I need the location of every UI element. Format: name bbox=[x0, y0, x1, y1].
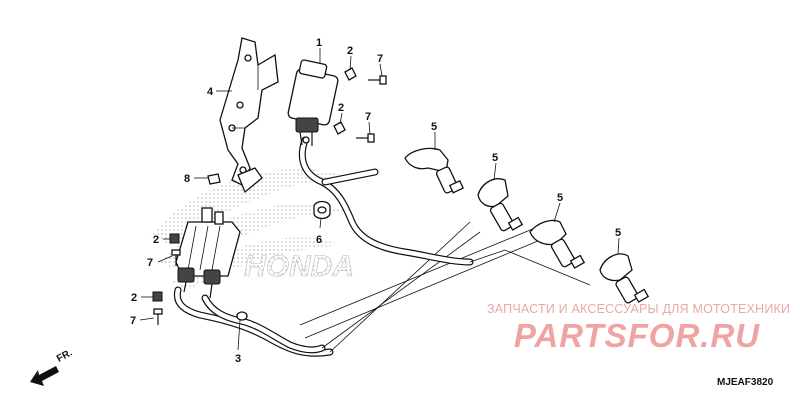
callout-cable-clamp: 6 bbox=[316, 234, 322, 246]
clip-left-b bbox=[152, 291, 163, 302]
clip-mid bbox=[333, 121, 346, 135]
callout-plug-cap-a: 5 bbox=[431, 121, 437, 133]
bolt-left-b bbox=[153, 308, 163, 325]
cable-clamp bbox=[313, 200, 331, 220]
callout-bolt-left-b: 7 bbox=[130, 315, 136, 327]
bolt-mid bbox=[356, 133, 375, 143]
wire-harness bbox=[173, 221, 546, 357]
callout-labels: 1 2 7 4 2 7 5 5 5 5 8 6 2 7 2 7 3 bbox=[130, 37, 621, 365]
callout-clip-top: 2 bbox=[347, 45, 353, 57]
bracket-bolt bbox=[207, 173, 221, 185]
bolt-left-a bbox=[171, 249, 181, 266]
coil-high-tension-cable bbox=[298, 136, 591, 286]
arrow-icon bbox=[30, 366, 59, 386]
clip-top bbox=[344, 67, 357, 81]
clip-left-a bbox=[169, 233, 180, 244]
honda-brand-text: HONDA bbox=[244, 250, 354, 283]
spark-plug-cap-b bbox=[477, 178, 524, 232]
coil-bracket bbox=[219, 37, 279, 194]
callout-plug-cap-b: 5 bbox=[492, 152, 498, 164]
callout-bracket-bolt: 8 bbox=[184, 173, 190, 185]
spark-plug-cap-a bbox=[404, 147, 464, 194]
watermark-caption: ЗАПЧАСТИ И АКСЕССУАРЫ ДЛЯ МОТОТЕХНИКИ bbox=[487, 302, 791, 316]
callout-clip-mid: 2 bbox=[338, 102, 344, 114]
bolt-top bbox=[368, 75, 387, 85]
callout-clip-left-a: 2 bbox=[153, 234, 159, 246]
diagram-code: MJEAF3820 bbox=[717, 377, 774, 388]
callout-bolt-left-a: 7 bbox=[147, 257, 153, 269]
callout-ignition-coil: 1 bbox=[316, 37, 322, 49]
spark-plug-cap-c bbox=[529, 219, 586, 269]
leader-lines bbox=[139, 48, 620, 351]
callout-plug-cap-d: 5 bbox=[615, 227, 621, 239]
ignition-coil-top bbox=[287, 59, 339, 146]
watermark-logo: PARTSFOR.RU bbox=[513, 317, 761, 354]
spark-plug-cap-d bbox=[599, 253, 650, 304]
callout-bolt-mid: 7 bbox=[365, 111, 371, 123]
callout-coil-bracket: 4 bbox=[207, 86, 214, 98]
callout-bolt-top: 7 bbox=[377, 53, 383, 65]
callout-wire-harness: 3 bbox=[235, 353, 241, 365]
callout-clip-left-b: 2 bbox=[131, 292, 137, 304]
callout-plug-cap-c: 5 bbox=[557, 192, 563, 204]
